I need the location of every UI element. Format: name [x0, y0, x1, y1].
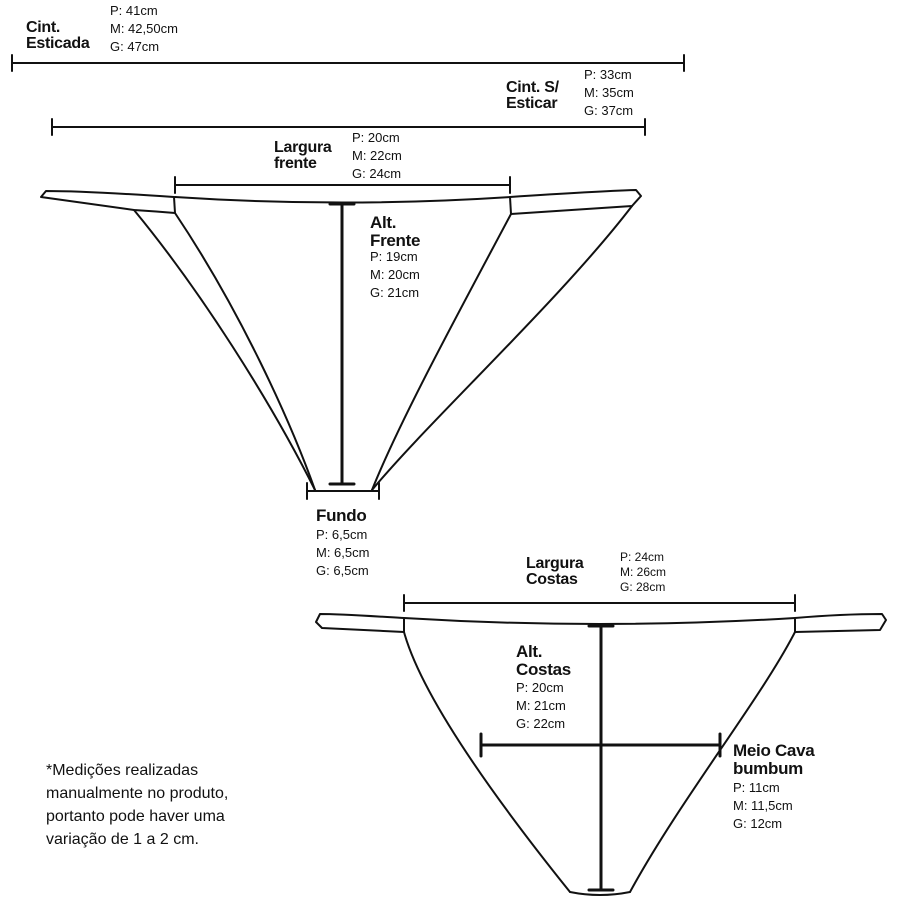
alt-costas-title-2: Costas — [516, 660, 571, 679]
front-waist-curve — [174, 196, 511, 204]
cint-esticada-title-2: Esticada — [26, 35, 90, 52]
note-line-1: *Medições realizadas — [46, 762, 199, 779]
front-left-leg-inner — [174, 212, 316, 491]
alt-frente-line — [328, 202, 356, 486]
meio-cava-title-2: bumbum — [733, 759, 803, 778]
cint-sem-esticar-p: P: 33cm — [584, 67, 632, 82]
note-line-2: manualmente no produto, — [46, 785, 229, 802]
largura-frente-title-2: frente — [274, 155, 317, 172]
back-left-leg — [403, 631, 571, 893]
front-right-leg-inner — [371, 213, 512, 491]
meio-cava-title-1: Meio Cava — [733, 741, 815, 760]
largura-frente-g: G: 24cm — [352, 166, 402, 181]
largura-frente-line — [174, 176, 511, 194]
cint-esticada-title: Cint. Esticada — [26, 19, 90, 52]
back-right-strap — [794, 613, 887, 633]
alt-costas-g: G: 22cm — [516, 716, 566, 731]
meio-cava-title: Meio Cava bumbum — [733, 741, 815, 778]
fundo-g: G: 6,5cm — [316, 563, 369, 578]
back-bottom-curve — [569, 891, 631, 896]
front-piece-outline — [40, 189, 642, 491]
alt-frente-sizes: P: 19cm M: 20cm G: 21cm — [370, 248, 420, 302]
largura-costas-sizes: P: 24cm M: 26cm G: 28cm — [620, 550, 666, 595]
alt-frente-p: P: 19cm — [370, 249, 418, 264]
largura-costas-p: P: 24cm — [620, 550, 665, 564]
cint-sem-esticar-g: G: 37cm — [584, 103, 634, 118]
cint-sem-esticar-title-1: Cint. S/ — [506, 79, 559, 96]
largura-frente-m: M: 22cm — [352, 148, 402, 163]
meio-cava-sizes: P: 11cm M: 11,5cm G: 12cm — [733, 779, 793, 833]
alt-costas-p: P: 20cm — [516, 680, 564, 695]
alt-frente-m: M: 20cm — [370, 267, 420, 282]
alt-frente-g: G: 21cm — [370, 285, 420, 300]
alt-frente-title: Alt. Frente — [370, 214, 420, 250]
cint-esticada-g: G: 47cm — [110, 39, 160, 54]
back-piece-outline — [315, 613, 887, 896]
note-line-4: variação de 1 a 2 cm. — [46, 831, 199, 848]
largura-costas-m: M: 26cm — [620, 565, 667, 579]
alt-costas-title: Alt. Costas — [516, 643, 571, 679]
cint-sem-esticar-m: M: 35cm — [584, 85, 634, 100]
alt-frente-title-1: Alt. — [370, 213, 397, 232]
meio-cava-line — [479, 732, 722, 758]
cint-sem-esticar-line — [51, 118, 646, 136]
fundo-p: P: 6,5cm — [316, 527, 368, 542]
cint-esticada-p: P: 41cm — [110, 3, 158, 18]
largura-costas-title-1: Largura — [526, 555, 584, 572]
meio-cava-m: M: 11,5cm — [733, 798, 793, 813]
back-left-strap — [315, 613, 405, 633]
back-waist-curve — [403, 617, 796, 625]
alt-costas-line — [587, 624, 615, 892]
front-left-leg-outer — [133, 209, 316, 491]
largura-costas-title-2: Costas — [526, 571, 578, 588]
fundo-title-text: Fundo — [316, 506, 367, 525]
fundo-line — [306, 482, 380, 500]
meio-cava-g: G: 12cm — [733, 816, 783, 831]
largura-costas-title: Largura Costas — [526, 555, 584, 588]
cint-esticada-m: M: 42,50cm — [110, 21, 178, 36]
alt-costas-sizes: P: 20cm M: 21cm G: 22cm — [516, 679, 566, 733]
cint-sem-esticar-sizes: P: 33cm M: 35cm G: 37cm — [584, 66, 634, 120]
cint-sem-esticar-title-2: Esticar — [506, 95, 558, 112]
fundo-title: Fundo — [316, 506, 367, 525]
largura-costas-g: G: 28cm — [620, 580, 666, 594]
cint-esticada-title-1: Cint. — [26, 19, 61, 36]
front-right-strap — [509, 189, 642, 215]
alt-costas-title-1: Alt. — [516, 642, 543, 661]
front-right-leg-outer — [371, 205, 633, 491]
cint-esticada-line — [11, 54, 685, 72]
largura-frente-title: Largura frente — [274, 139, 332, 172]
fundo-sizes: P: 6,5cm M: 6,5cm G: 6,5cm — [316, 526, 369, 580]
meio-cava-p: P: 11cm — [733, 780, 780, 795]
back-right-leg — [629, 631, 796, 893]
measurement-note: *Medições realizadas manualmente no prod… — [46, 759, 228, 851]
largura-frente-p: P: 20cm — [352, 130, 400, 145]
cint-sem-esticar-title: Cint. S/ Esticar — [506, 80, 559, 112]
alt-costas-m: M: 21cm — [516, 698, 566, 713]
cint-esticada-sizes: P: 41cm M: 42,50cm G: 47cm — [110, 2, 178, 56]
largura-costas-line — [403, 594, 796, 612]
fundo-m: M: 6,5cm — [316, 545, 370, 560]
alt-frente-title-2: Frente — [370, 231, 421, 250]
note-line-3: portanto pode haver uma — [46, 808, 225, 825]
largura-frente-title-1: Largura — [274, 139, 332, 156]
front-left-strap — [40, 190, 176, 214]
largura-frente-sizes: P: 20cm M: 22cm G: 24cm — [352, 129, 402, 183]
